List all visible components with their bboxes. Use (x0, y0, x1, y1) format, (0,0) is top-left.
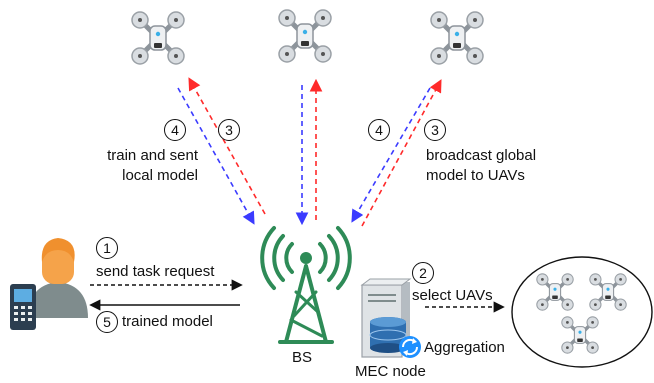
uav-center-icon (279, 10, 331, 62)
cluster-uav-2-icon (588, 272, 628, 312)
mec-server-icon (360, 278, 412, 358)
step-4-right-marker: 4 (368, 119, 390, 141)
step-4-left-marker: 4 (164, 119, 186, 141)
broadcast-arrow-left (188, 77, 266, 215)
user-icon (10, 238, 88, 330)
mec-label: MEC node (355, 363, 426, 380)
uav-cluster (511, 256, 653, 368)
step-3-left-marker: 3 (218, 119, 240, 141)
cluster-uav-1-icon (535, 272, 575, 312)
send-task-label: send task request (96, 263, 215, 280)
base-station-icon (260, 226, 352, 344)
upload-arrow-right (351, 87, 431, 223)
aggregation-label: Aggregation (424, 339, 505, 356)
broadcast-label-line2: model to UAVs (426, 167, 525, 184)
select-uavs-label: select UAVs (412, 287, 493, 304)
step-1-marker: 1 (96, 237, 118, 259)
step-2-marker: 2 (412, 262, 434, 284)
train-label-line1: train and sent (107, 147, 198, 164)
step-5-marker: 5 (96, 311, 118, 333)
broadcast-label-line1: broadcast global (426, 147, 537, 164)
uav-left-icon (132, 12, 184, 64)
train-label-line2: local model (122, 167, 198, 184)
step-3-right-marker: 3 (424, 119, 446, 141)
cluster-uav-3-icon (560, 315, 600, 355)
aggregation-icon (399, 336, 421, 358)
bs-label: BS (292, 349, 313, 366)
broadcast-arrow-right (361, 79, 442, 227)
uav-right-icon (431, 12, 483, 64)
upload-arrow-left (177, 87, 255, 225)
trained-model-label: trained model (122, 313, 213, 330)
